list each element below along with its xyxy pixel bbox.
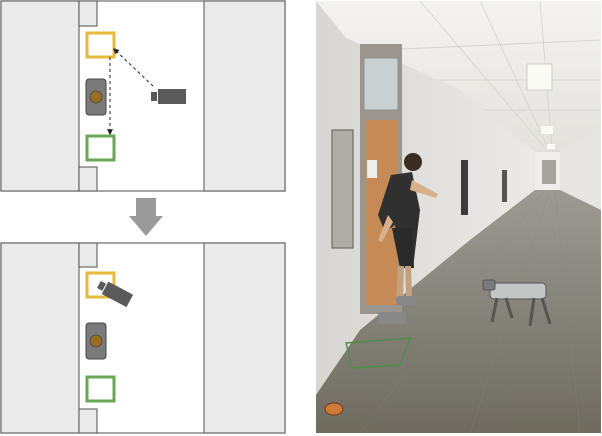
wall-panel (331, 129, 354, 249)
quadruped-robot-icon-2 (85, 322, 107, 360)
camera-robot-icon (151, 89, 186, 104)
wall-poster (461, 160, 468, 215)
corridor-photo (316, 0, 602, 434)
ceiling (316, 1, 601, 152)
far-door (542, 160, 556, 184)
top-panel (0, 0, 286, 192)
door-jamb-bottom-2 (78, 408, 98, 434)
door-jamb-top-2 (78, 242, 98, 268)
left-wall-2 (0, 242, 80, 434)
down-arrow-icon (129, 198, 163, 236)
ceiling-light-icon-2 (541, 126, 553, 134)
goal-floor-tape (345, 337, 412, 369)
left-wall (0, 0, 80, 192)
door-window (363, 57, 399, 111)
wall-poster-2 (502, 170, 507, 202)
door-sign (367, 160, 377, 178)
camera-to-start-arrow (113, 48, 154, 87)
goal-box (85, 134, 116, 162)
start-box (85, 31, 116, 59)
quadruped-robot-photo (482, 279, 552, 327)
ceiling-light-icon-3 (547, 144, 555, 149)
bottom-panel (0, 242, 286, 434)
shoe (378, 312, 406, 324)
quadruped-robot-icon (85, 78, 107, 116)
camera-robot-icon-2 (96, 280, 134, 308)
floor-marker-object (324, 402, 344, 416)
door-jamb-top (78, 0, 98, 27)
right-corridor-wall (560, 128, 601, 210)
door-jamb-bottom (78, 166, 98, 192)
person-figure (378, 153, 438, 324)
ceiling-light-icon (526, 63, 553, 91)
right-wall-2 (203, 242, 286, 434)
right-wall (203, 0, 286, 192)
goal-box-2 (85, 375, 116, 403)
shoe-2 (396, 296, 416, 305)
